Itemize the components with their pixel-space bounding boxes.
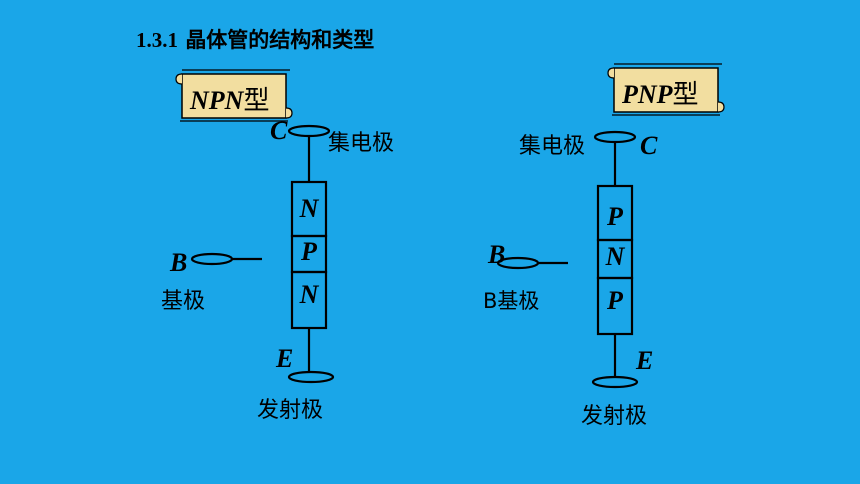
pnp-structure bbox=[496, 130, 639, 389]
npn-base-terminal bbox=[190, 252, 234, 266]
npn-banner bbox=[175, 69, 293, 122]
pnp-base-label: B基极 bbox=[483, 289, 540, 313]
npn-base-letter: B bbox=[170, 248, 188, 277]
npn-layer-middle-label: P bbox=[301, 237, 317, 266]
npn-banner-text: NPN型 bbox=[190, 80, 269, 117]
npn-collector-terminal bbox=[287, 124, 331, 138]
npn-collector-label: 集电极 bbox=[328, 131, 395, 156]
section-number: 1.3.1 bbox=[136, 28, 178, 52]
pnp-collector-letter: C bbox=[640, 131, 658, 160]
npn-structure bbox=[190, 124, 335, 384]
npn-layer-top-label: N bbox=[299, 194, 319, 223]
pnp-layer-top-label: P bbox=[607, 202, 623, 231]
pnp-emitter-label: 发射极 bbox=[581, 404, 648, 429]
npn-emitter-letter: E bbox=[276, 344, 294, 373]
pnp-emitter-letter: E bbox=[636, 346, 654, 375]
npn-collector-letter: C bbox=[270, 116, 288, 145]
pnp-base-letter: B bbox=[488, 240, 506, 269]
pnp-collector-terminal bbox=[593, 130, 637, 144]
npn-banner-suffix: 型 bbox=[243, 86, 270, 116]
section-title: 晶体管的结构和类型 bbox=[185, 28, 375, 52]
pnp-banner-suffix: 型 bbox=[672, 80, 699, 110]
pnp-layer-bottom-label: P bbox=[607, 286, 623, 315]
pnp-layer-middle-label: N bbox=[605, 242, 625, 271]
npn-base-label: 基极 bbox=[161, 289, 206, 314]
npn-emitter-terminal bbox=[287, 370, 335, 384]
npn-emitter-label: 发射极 bbox=[257, 398, 324, 423]
pnp-banner-text: PNP型 bbox=[622, 74, 699, 111]
npn-banner-prefix: NPN bbox=[190, 86, 244, 115]
pnp-banner-prefix: PNP bbox=[622, 80, 673, 109]
pnp-emitter-terminal bbox=[591, 375, 639, 389]
npn-layer-bottom-label: N bbox=[299, 280, 319, 309]
page-title: 1.3.1 晶体管的结构和类型 bbox=[136, 24, 374, 54]
pnp-collector-label: 集电极 bbox=[519, 134, 586, 159]
pnp-banner bbox=[607, 63, 725, 116]
